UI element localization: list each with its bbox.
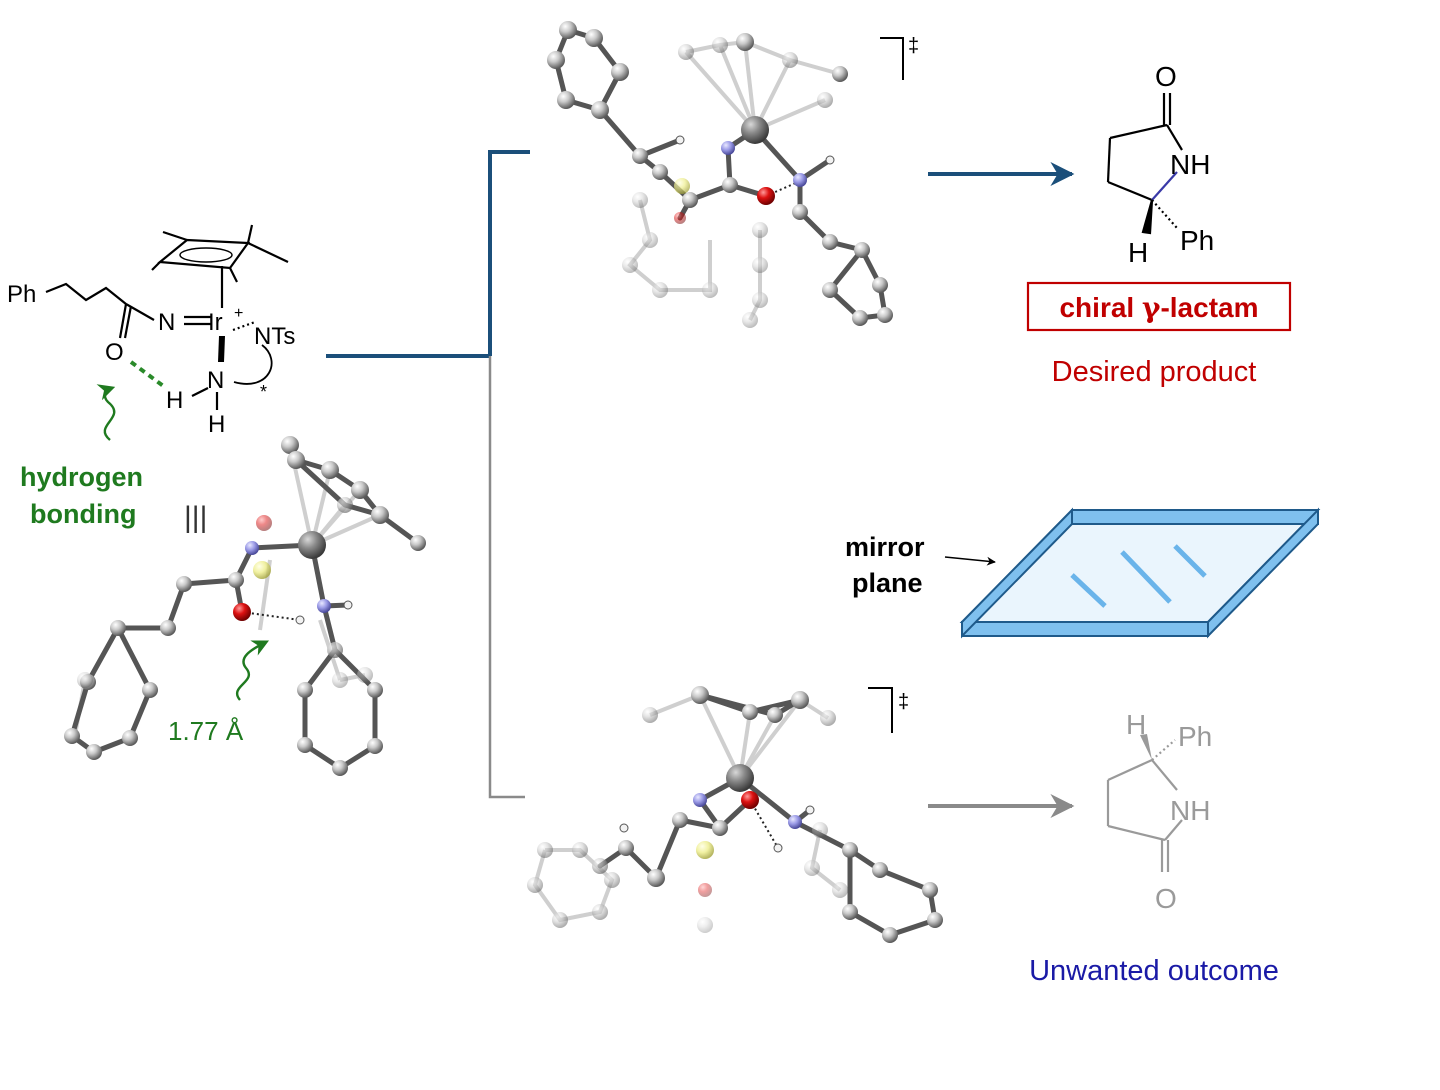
unwanted-lactam-structure xyxy=(1106,734,1183,872)
disfavored-transition-state-model xyxy=(527,686,943,943)
iridium-label: Ir xyxy=(208,309,223,336)
chiral-star: * xyxy=(260,382,267,402)
desired-lactam-structure xyxy=(1106,93,1183,235)
mirror-pointer xyxy=(944,556,996,566)
chiral-lactam-box xyxy=(1026,281,1292,332)
hydrogen-bond-pointer xyxy=(96,384,116,441)
chiral-lactam-label: chiral γ-lactam xyxy=(1059,291,1258,324)
branch-bottom xyxy=(488,356,525,799)
mirror-label-2: plane xyxy=(852,568,923,598)
amine-n-label: N xyxy=(207,367,224,394)
ts-bracket-top xyxy=(880,37,904,80)
hbond-distance-label: 1.77 Å xyxy=(168,716,244,746)
ts-bracket-bottom xyxy=(868,687,893,733)
wedge-bond xyxy=(218,336,225,362)
desired-nh-label: NH xyxy=(1170,149,1210,180)
carbonyl-o-label: O xyxy=(105,339,124,366)
unwanted-outcome-caption: Unwanted outcome xyxy=(1029,955,1279,987)
cp-star-aromatic-ring xyxy=(179,247,233,263)
phenyl-label: Ph xyxy=(7,281,36,308)
distance-pointer xyxy=(236,640,270,701)
iridium-charge: + xyxy=(234,305,243,322)
nts-label: NTs xyxy=(254,323,295,350)
hydrogen-bonding-label-2: bonding xyxy=(30,499,136,529)
imido-n-label: N xyxy=(158,309,175,336)
complex-3d-model xyxy=(64,436,426,776)
unwanted-nh-label: NH xyxy=(1170,795,1210,826)
branch-top xyxy=(488,150,530,356)
unwanted-h-label: H xyxy=(1126,709,1146,740)
desired-o-label: O xyxy=(1155,61,1177,92)
desired-product-caption: Desired product xyxy=(1052,356,1257,388)
iridium-complex-structure xyxy=(45,224,289,410)
favored-transition-state-model xyxy=(547,21,893,328)
unwanted-ph-label: Ph xyxy=(1178,721,1212,752)
mirror-plane xyxy=(959,507,1321,639)
cp-star-ring xyxy=(157,238,251,270)
hydrogen-bond-dashes xyxy=(129,360,168,390)
desired-ph-label: Ph xyxy=(1180,225,1214,256)
amine-h2-label: H xyxy=(208,411,225,438)
equivalence-symbol: ||| xyxy=(184,501,207,534)
desired-h-label: H xyxy=(1128,237,1148,268)
ts-double-dagger-bottom: ‡ xyxy=(898,691,909,713)
hydrogen-bonding-label-1: hydrogen xyxy=(20,462,143,492)
ts-double-dagger-top: ‡ xyxy=(908,35,919,57)
unwanted-o-label: O xyxy=(1155,883,1177,914)
mirror-label-1: mirror xyxy=(845,532,925,562)
amine-h-label: H xyxy=(166,387,183,414)
